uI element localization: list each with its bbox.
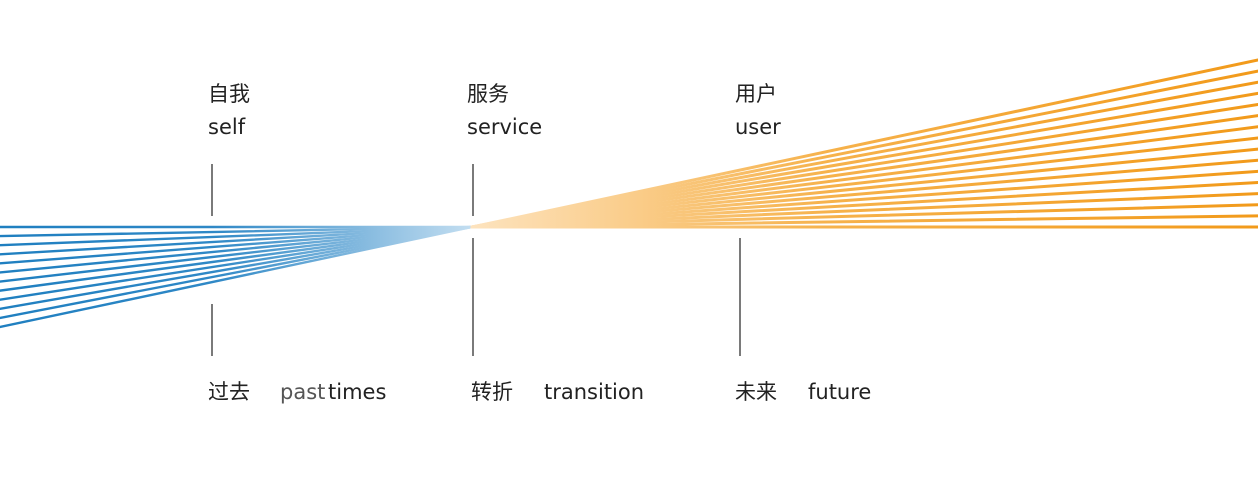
future-fan-line: [470, 58, 1258, 229]
future-orange-line-fan: [470, 58, 1258, 229]
past-fan-line: [0, 225, 474, 320]
service-label-zh: 服务: [467, 82, 509, 106]
past-fan-line: [0, 225, 474, 238]
past-fan-line: [0, 225, 474, 329]
past-fan-line: [0, 225, 474, 256]
future-fan-line: [470, 203, 1258, 229]
future-fan-line: [470, 192, 1258, 229]
future-fan-line: [470, 80, 1258, 229]
past-label-en-times: times: [328, 380, 387, 404]
transition-label-en: transition: [544, 380, 645, 404]
past-label-en-past: past: [280, 380, 326, 404]
past-fan-line: [0, 225, 474, 247]
past-fan-line: [0, 225, 474, 274]
future-fan-line: [470, 158, 1258, 229]
future-label-zh: 未来: [735, 380, 777, 404]
self-label-zh: 自我: [208, 82, 250, 106]
past-fan-line: [0, 225, 474, 265]
future-fan-line: [470, 91, 1258, 229]
future-fan-line: [470, 114, 1258, 229]
past-fan-line: [0, 225, 474, 311]
future-fan-line: [470, 214, 1258, 229]
transition-label-zh: 转折: [471, 380, 513, 404]
future-fan-line: [470, 103, 1258, 229]
future-fan-line: [470, 69, 1258, 229]
past-label-zh: 过去: [208, 380, 250, 404]
past-blue-line-fan: [0, 225, 474, 329]
self-label-en: self: [208, 115, 246, 139]
service-label-en: service: [467, 115, 543, 139]
future-fan-line: [470, 136, 1258, 229]
user-label-zh: 用户: [735, 82, 777, 106]
user-label-en: user: [735, 115, 781, 139]
future-fan-line: [470, 180, 1258, 229]
future-label-en: future: [808, 380, 872, 404]
past-fan-line: [0, 225, 474, 301]
past-fan-line: [0, 225, 474, 283]
future-fan-line: [470, 147, 1258, 229]
future-fan-line: [470, 169, 1258, 229]
past-fan-line: [0, 225, 474, 292]
future-fan-line: [470, 125, 1258, 229]
